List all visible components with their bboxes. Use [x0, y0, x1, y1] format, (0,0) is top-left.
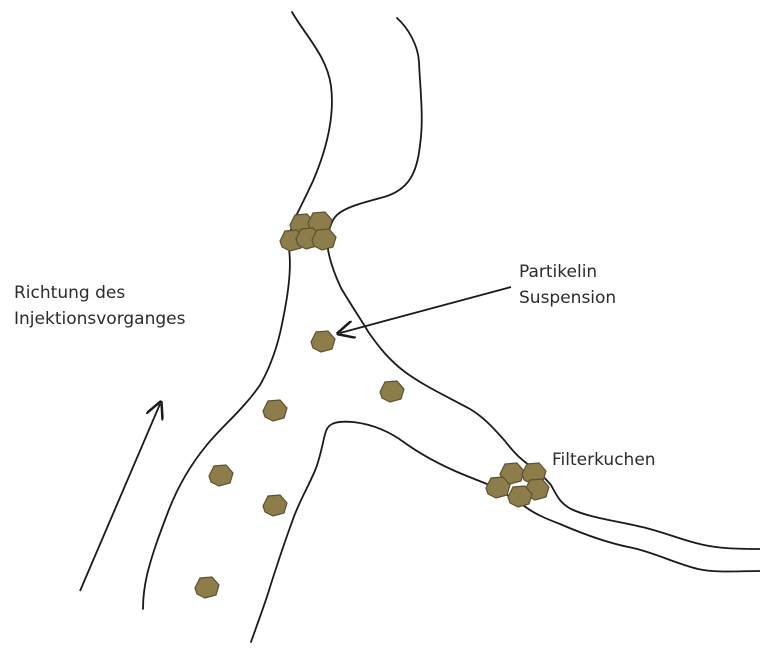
injection-direction-line-2: Injektionsvorganges — [14, 306, 185, 332]
filter-cake-upper — [280, 212, 336, 251]
suspended-particle — [263, 400, 287, 421]
channel-wall-lower-branch — [251, 422, 760, 642]
filter-cake-group — [280, 212, 549, 507]
suspended-particle — [195, 577, 219, 598]
annotation-arrows — [80, 287, 511, 591]
filter-cake-particle — [312, 229, 336, 250]
suspended-particle — [311, 331, 335, 352]
filter-cake-particle — [508, 486, 532, 507]
suspended-particles — [195, 331, 404, 598]
particle-suspension-line-2: Suspension — [519, 285, 616, 311]
injection-direction-label: Richtung des Injektionsvorganges — [14, 280, 185, 332]
particle-suspension-label: Partikelin Suspension — [519, 259, 616, 311]
particle-pointer-arrow — [340, 287, 511, 333]
suspended-particle — [209, 465, 233, 486]
filter-cake-lower — [486, 463, 549, 507]
injection-direction-arrow — [80, 404, 160, 591]
injection-direction-line-1: Richtung des — [14, 280, 185, 306]
suspended-particle — [263, 495, 287, 516]
filter-cake-label: Filterkuchen — [552, 447, 656, 473]
channel-outline — [143, 12, 760, 642]
particle-suspension-line-1: Partikelin — [519, 259, 616, 285]
suspended-particle — [380, 381, 404, 402]
filter-cake-particle — [486, 477, 510, 498]
